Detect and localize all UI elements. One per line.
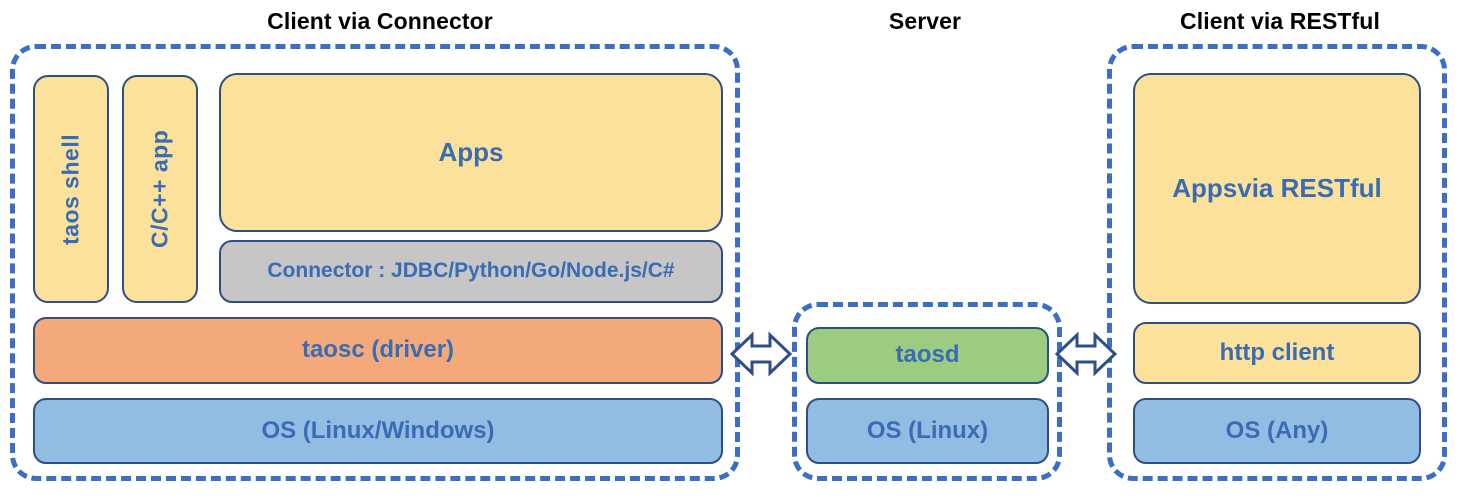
bidirectional-arrow-icon-left [730, 325, 792, 383]
block-apps-via-restful[interactable]: Apps via RESTful [1133, 73, 1421, 304]
block-taosd[interactable]: taosd [806, 327, 1049, 384]
section-title-client-restful: Client via RESTful [1180, 8, 1380, 34]
block-http-client[interactable]: http client [1133, 322, 1421, 384]
block-os-linux[interactable]: OS (Linux) [806, 398, 1049, 464]
group-client-via-restful [1107, 44, 1447, 481]
block-os-linux-windows[interactable]: OS (Linux/Windows) [33, 398, 723, 464]
group-server [792, 302, 1062, 481]
section-title-client-connector: Client via Connector [267, 8, 493, 34]
bidirectional-arrow-icon-right [1055, 325, 1117, 383]
block-taosc-driver[interactable]: taosc (driver) [33, 317, 723, 384]
block-apps-via-restful-line1: Apps [1172, 173, 1238, 204]
block-apps[interactable]: Apps [219, 73, 723, 232]
block-os-any[interactable]: OS (Any) [1133, 398, 1421, 464]
block-c-cpp-app[interactable]: C/C++ app [122, 75, 198, 303]
section-title-server: Server [888, 8, 962, 34]
block-apps-via-restful-line2: via RESTful [1237, 173, 1382, 204]
group-client-via-connector [10, 44, 740, 481]
block-connector-list[interactable]: Connector : JDBC/Python/Go/Node.js/C# [219, 240, 723, 303]
block-taos-shell[interactable]: taos shell [33, 75, 109, 303]
